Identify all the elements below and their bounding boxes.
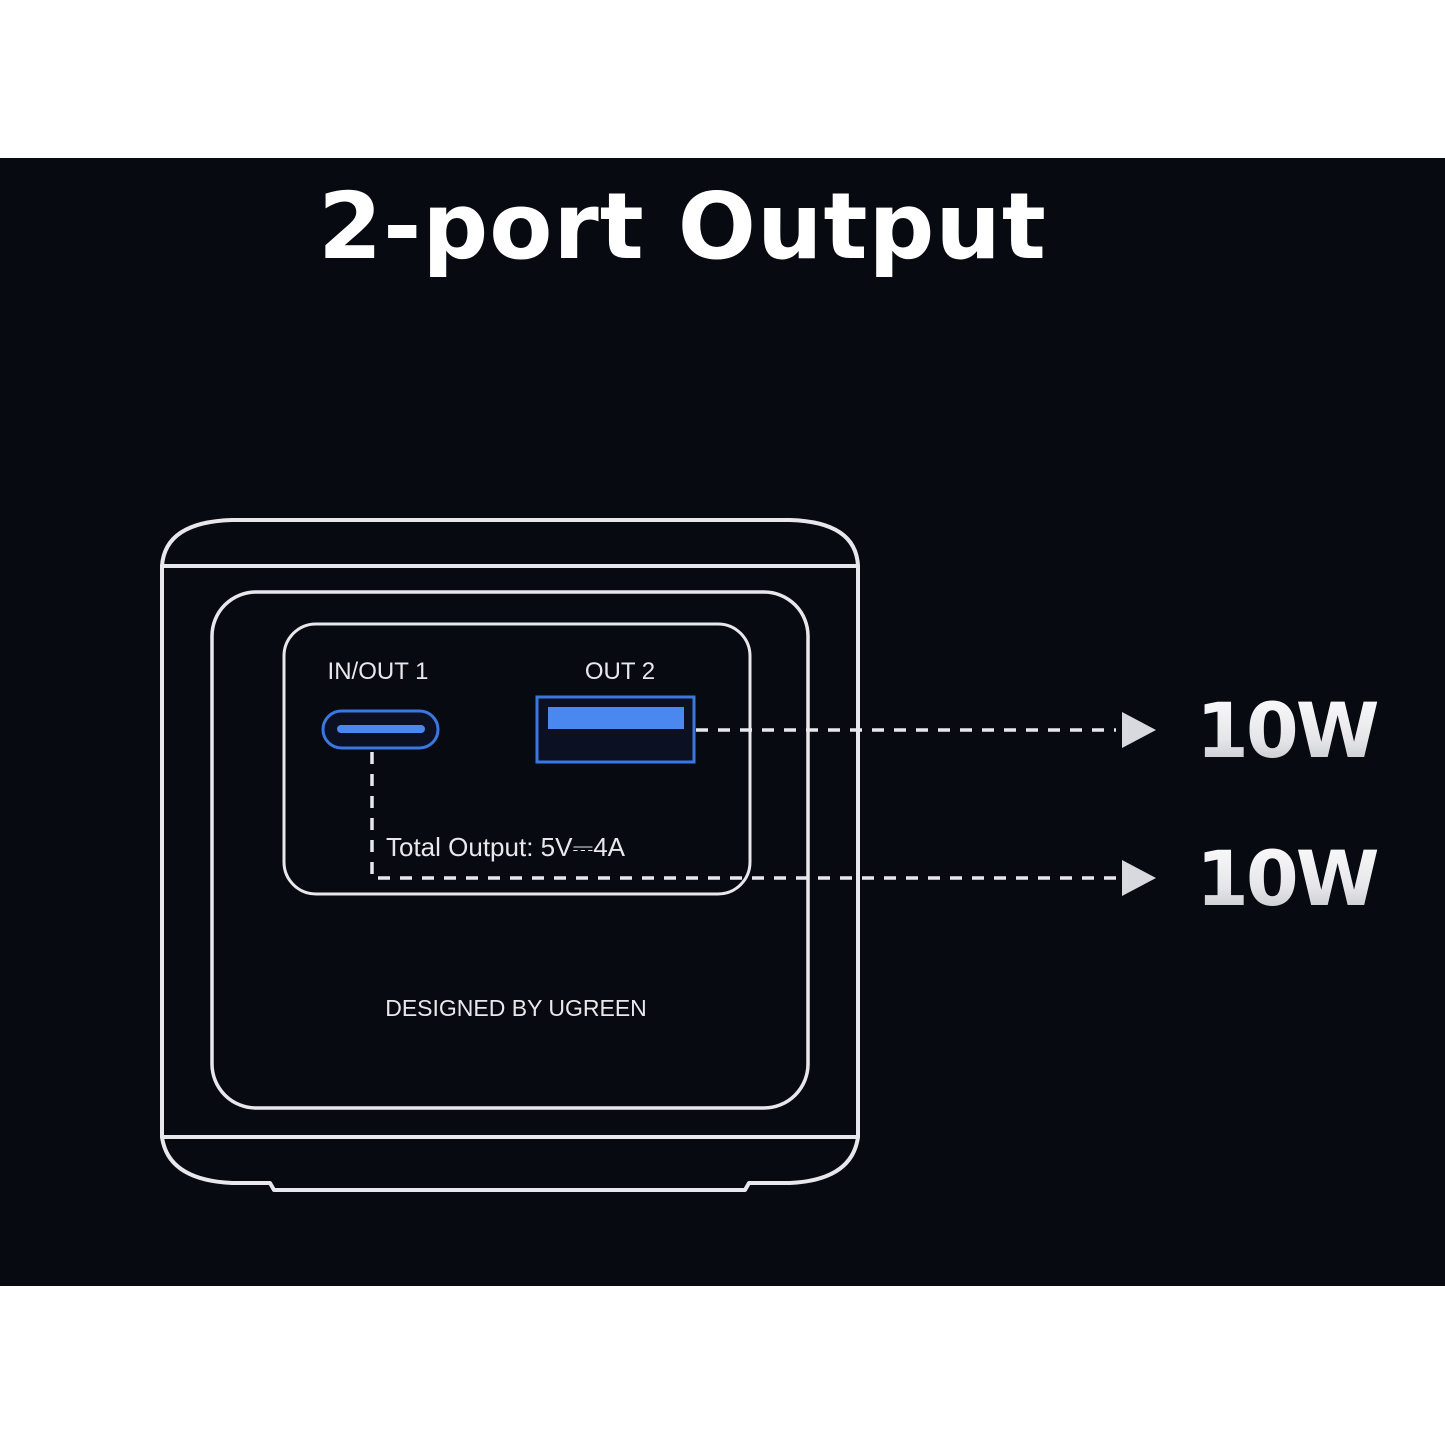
dashed-connector-lines bbox=[370, 728, 1116, 880]
usb-a-port-icon bbox=[535, 695, 696, 764]
port2-label: OUT 2 bbox=[585, 658, 655, 685]
inner-panel-outline bbox=[210, 590, 810, 1110]
usb-c-port-icon bbox=[321, 709, 440, 750]
brand-text: DESIGNED BY UGREEN bbox=[385, 995, 647, 1021]
dark-background-panel bbox=[0, 158, 1445, 1286]
port1-connector-line bbox=[370, 752, 1116, 880]
port1-label: IN/OUT 1 bbox=[328, 658, 429, 685]
arrow-right-icon bbox=[1122, 712, 1156, 748]
page-title: 2-port Output bbox=[318, 173, 1047, 280]
port-panel-outline bbox=[282, 622, 752, 896]
arrow-right-icon bbox=[1122, 860, 1156, 896]
output-power-label: 10W bbox=[1196, 834, 1378, 923]
output-power-label: 10W bbox=[1196, 686, 1378, 775]
charger-body-outline bbox=[160, 518, 860, 1192]
total-output-text: Total Output: 5V⎓4A bbox=[386, 832, 626, 862]
